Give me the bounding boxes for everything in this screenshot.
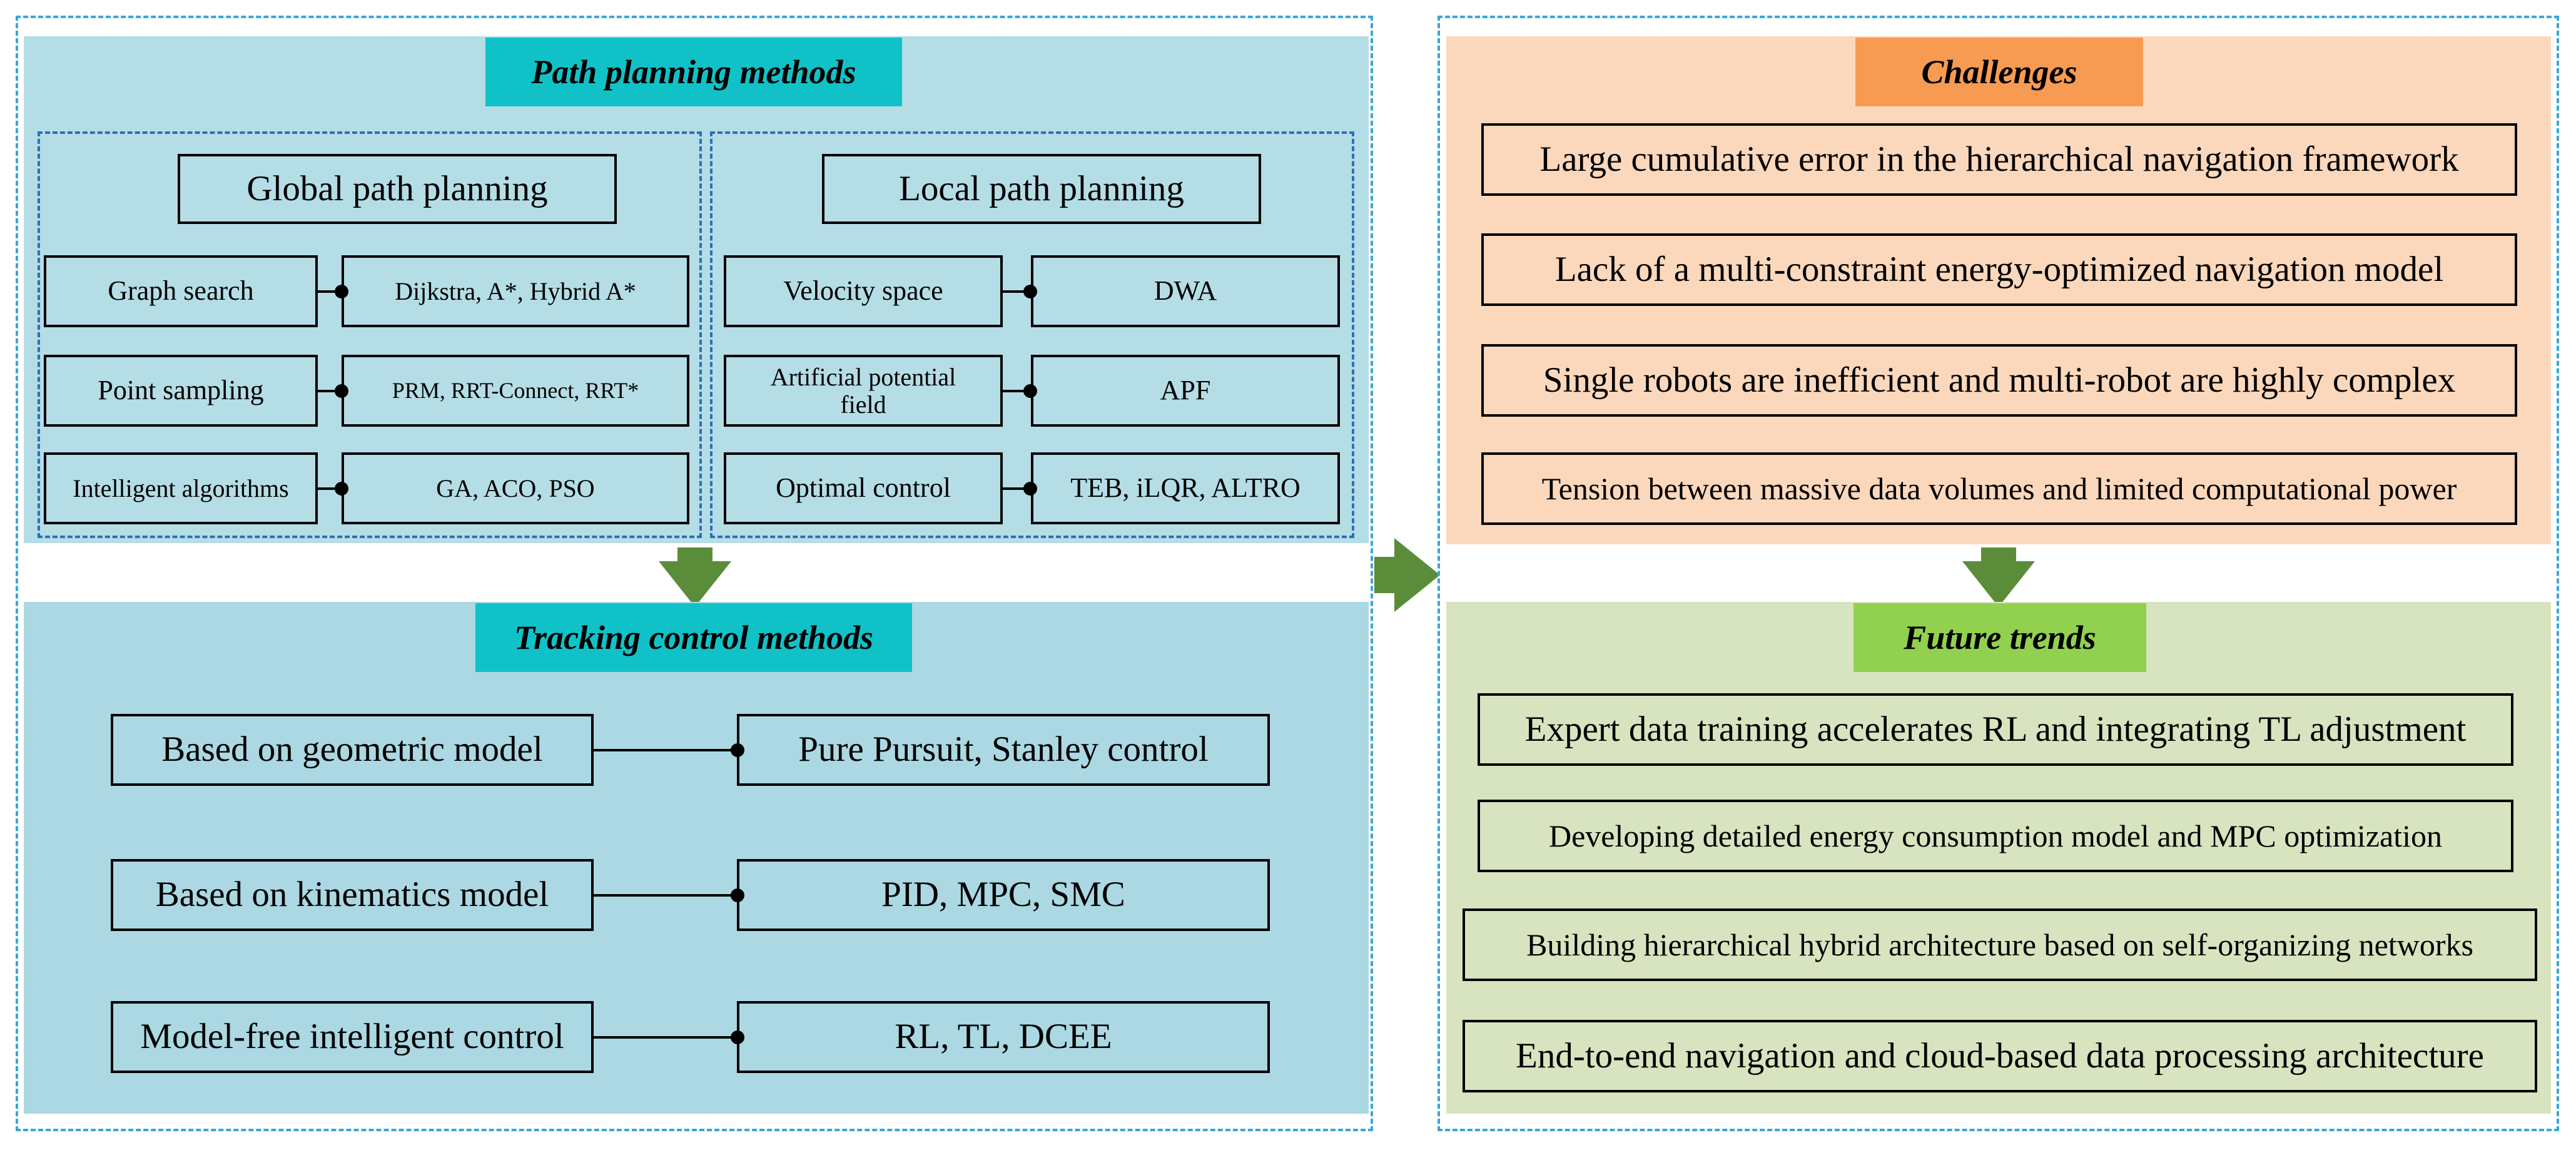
connector-line [1003, 487, 1033, 490]
connector-line [1003, 290, 1033, 293]
tracking-control-title: Tracking control methods [475, 603, 912, 672]
path-planning-panel [24, 36, 1369, 543]
connector-line [318, 487, 343, 490]
graph-search-methods-box: Dijkstra, A*, Hybrid A* [342, 255, 689, 327]
kinematics-model-box: Based on kinematics model [111, 859, 594, 931]
model-free-control-methods-box: RL, TL, DCEE [737, 1001, 1270, 1073]
challenge-item: Tension between massive data volumes and… [1481, 452, 2517, 525]
future-trend-item: Expert data training accelerates RL and … [1478, 693, 2513, 766]
tracking-control-panel [24, 602, 1369, 1114]
connector-line [1003, 390, 1033, 392]
global-planning-title: Global path planning [178, 154, 617, 224]
geometric-model-box: Based on geometric model [111, 714, 594, 786]
local-planning-title: Local path planning [822, 154, 1261, 224]
velocity-space-box: Velocity space [724, 255, 1003, 327]
geometric-model-methods-box: Pure Pursuit, Stanley control [737, 714, 1270, 786]
potential-field-methods-box: APF [1031, 355, 1340, 427]
intelligent-algorithms-box: Intelligent algorithms [44, 452, 318, 524]
right-arrow-icon [1374, 538, 1440, 612]
connector-line [594, 894, 739, 897]
connector-dot [1023, 482, 1037, 496]
challenges-panel [1446, 36, 2551, 544]
intelligent-algorithms-methods-box: GA, ACO, PSO [342, 452, 689, 524]
down-arrow-icon [659, 547, 731, 607]
down-arrow-icon [1962, 547, 2035, 607]
point-sampling-methods-box: PRM, RRT-Connect, RRT* [342, 355, 689, 427]
connector-line [594, 1036, 739, 1039]
optimal-control-box: Optimal control [724, 452, 1003, 524]
future-trends-title: Future trends [1853, 603, 2146, 672]
future-trend-item: Building hierarchical hybrid architectur… [1463, 908, 2537, 981]
future-trend-item: Developing detailed energy consumption m… [1478, 800, 2513, 872]
left-section [16, 16, 1373, 1131]
connector-dot [1023, 285, 1037, 298]
optimal-control-methods-box: TEB, iLQR, ALTRO [1031, 452, 1340, 524]
velocity-space-methods-box: DWA [1031, 255, 1340, 327]
kinematics-model-methods-box: PID, MPC, SMC [737, 859, 1270, 931]
challenges-title: Challenges [1855, 38, 2143, 106]
connector-line [318, 390, 343, 392]
future-trend-item: End-to-end navigation and cloud-based da… [1463, 1020, 2537, 1092]
future-trends-panel [1446, 602, 2551, 1114]
connector-line [318, 290, 343, 293]
graph-search-box: Graph search [44, 255, 318, 327]
potential-field-box: Artificial potential field [724, 355, 1003, 427]
challenge-item: Large cumulative error in the hierarchic… [1481, 123, 2517, 196]
model-free-control-box: Model-free intelligent control [111, 1001, 594, 1073]
challenge-item: Single robots are inefficient and multi-… [1481, 344, 2517, 417]
point-sampling-box: Point sampling [44, 355, 318, 427]
path-planning-title: Path planning methods [485, 38, 902, 106]
connector-line [594, 749, 739, 751]
local-planning-group [710, 131, 1354, 538]
right-section [1438, 16, 2559, 1131]
global-planning-group [38, 131, 702, 538]
connector-dot [1023, 384, 1037, 398]
challenge-item: Lack of a multi-constraint energy-optimi… [1481, 233, 2517, 306]
